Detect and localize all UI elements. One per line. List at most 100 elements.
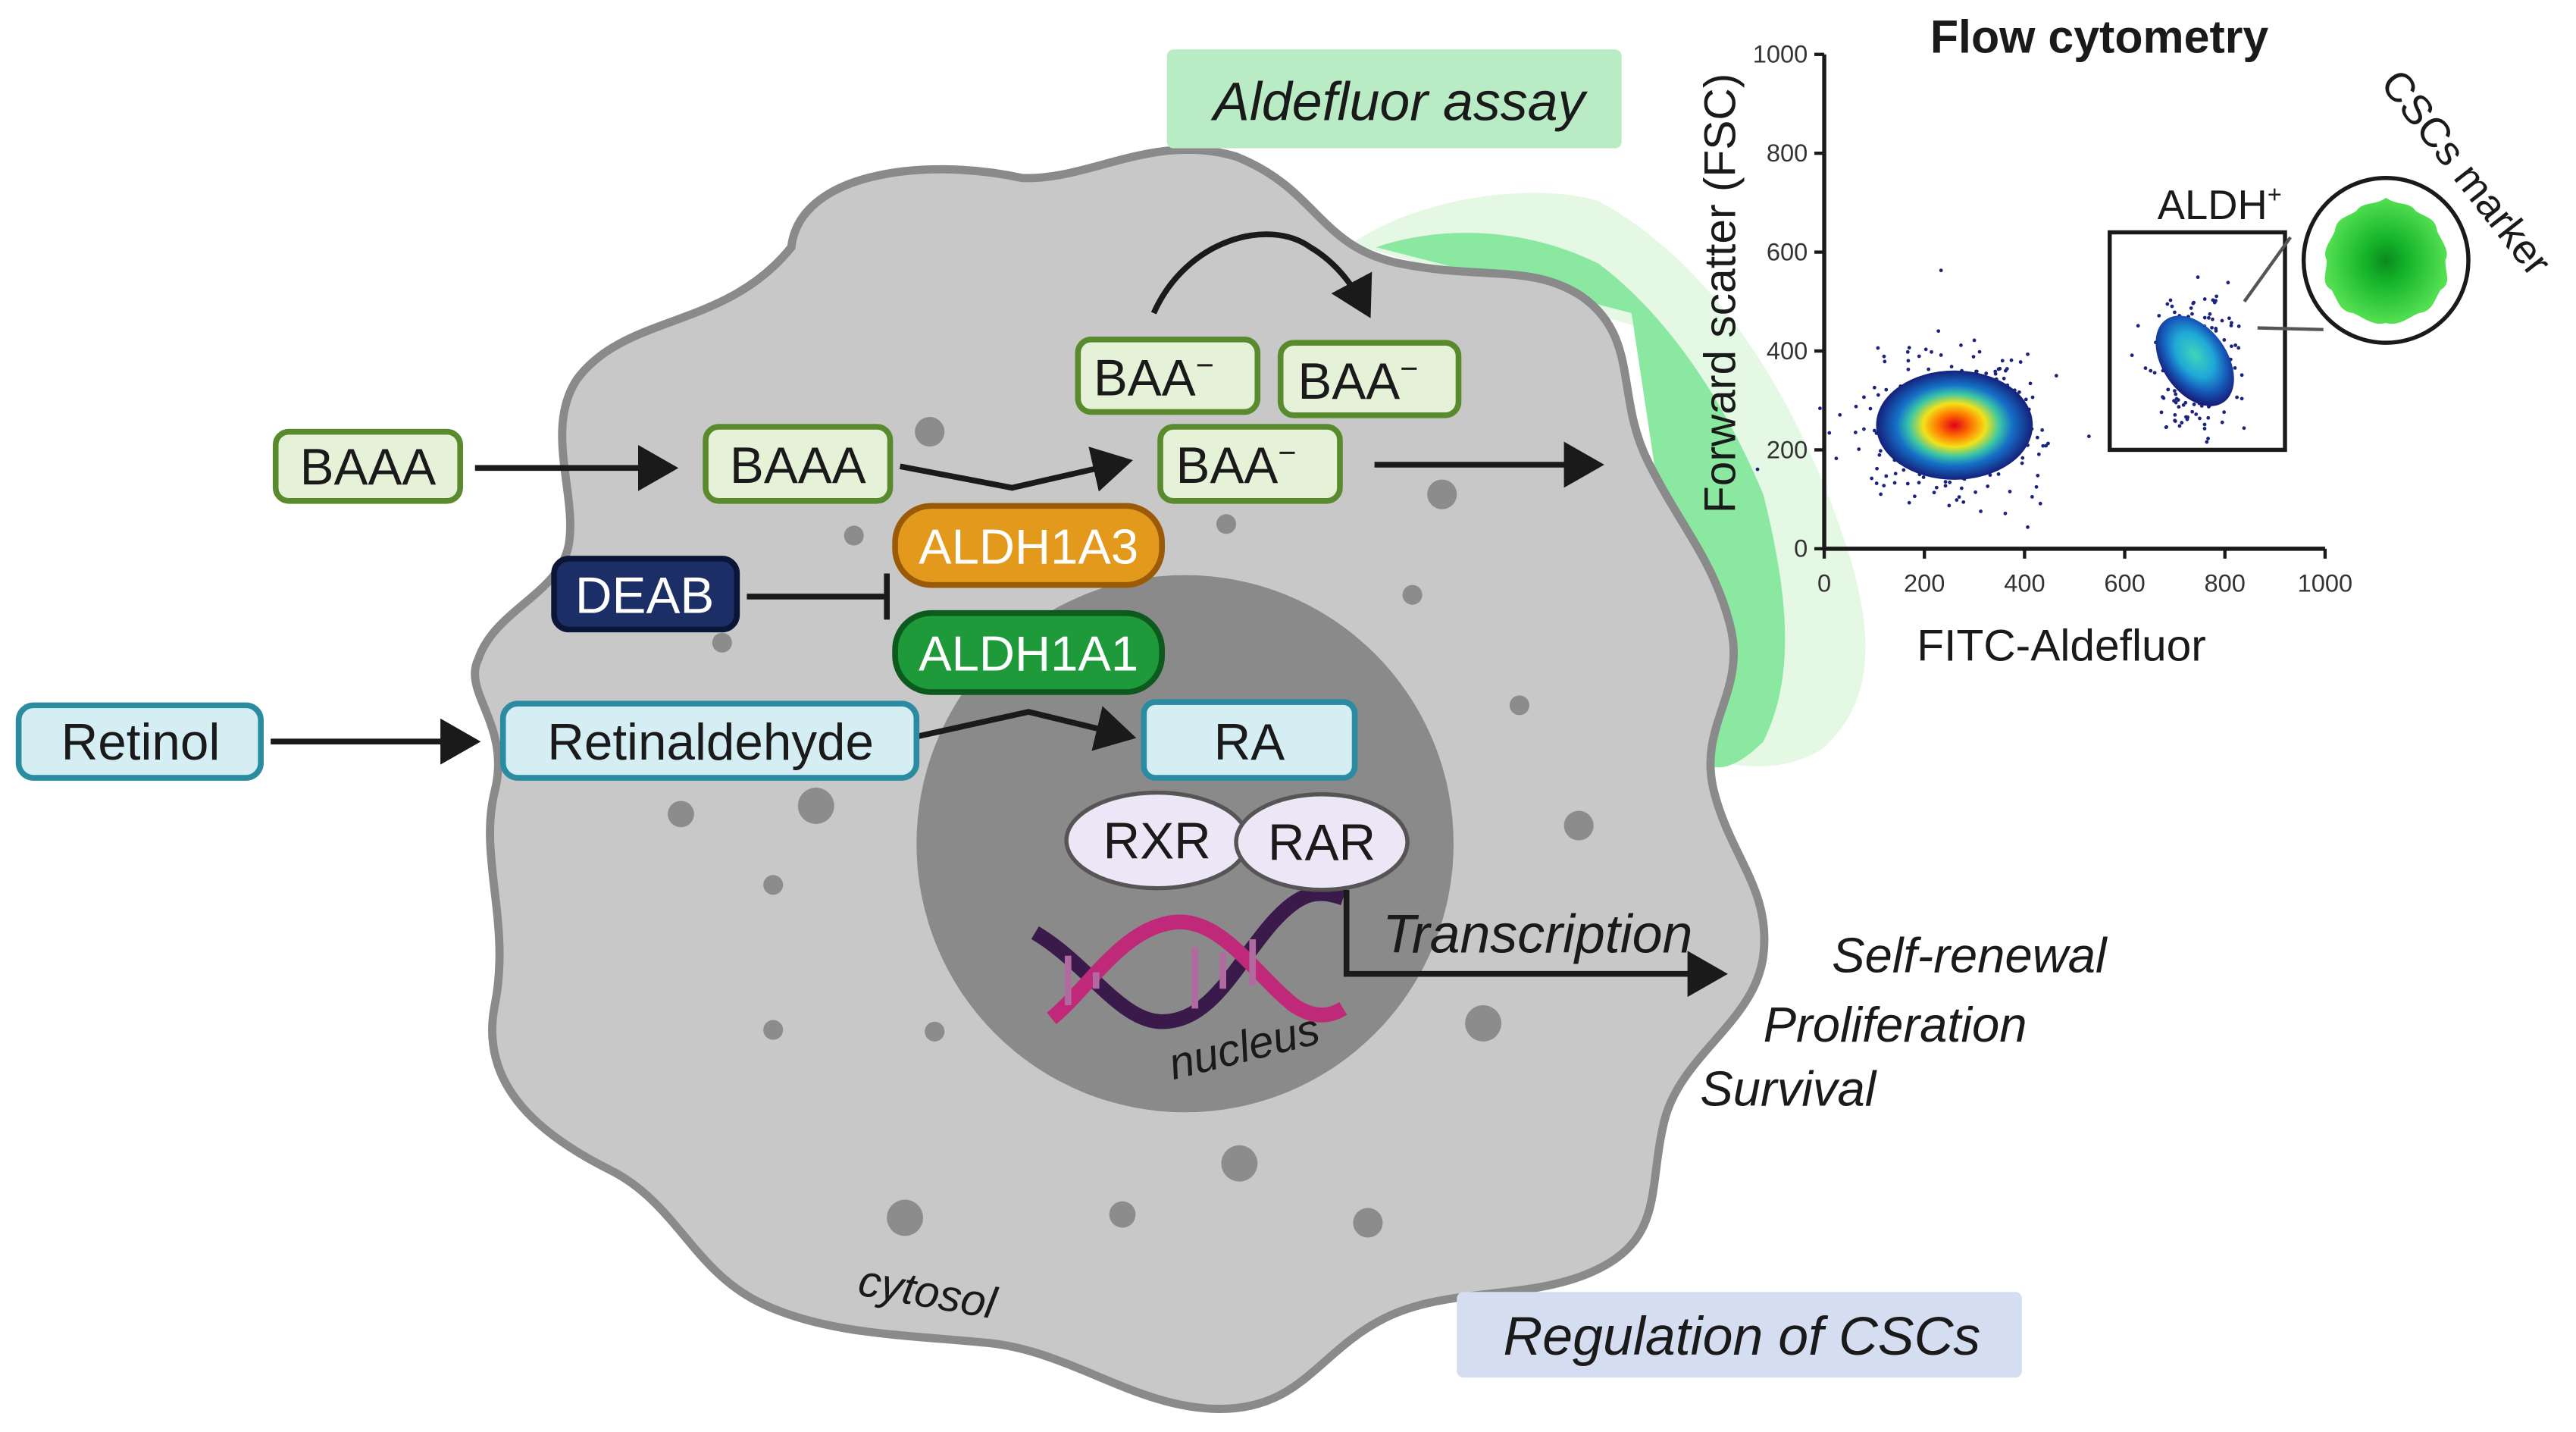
event-point	[1906, 367, 1911, 371]
event-point	[1872, 428, 1876, 433]
event-point	[2020, 461, 2024, 465]
baa-top2-label: BAA−	[1297, 351, 1418, 410]
event-point	[1906, 359, 1911, 363]
arrow-baaa-to-baa	[899, 447, 1133, 492]
event-point	[2149, 368, 2153, 373]
event-point	[2230, 321, 2233, 325]
event-point	[1868, 406, 1873, 411]
event-point	[2166, 387, 2171, 392]
event-point	[2174, 392, 2178, 396]
event-point	[2136, 324, 2140, 328]
event-point	[2208, 312, 2212, 316]
y-tick-label: 400	[1767, 337, 1808, 365]
event-point	[1884, 474, 1889, 478]
event-point	[1862, 427, 1866, 431]
x-tick-label: 1000	[2298, 569, 2353, 597]
event-point	[2017, 390, 2021, 394]
event-point	[2035, 435, 2039, 440]
event-point	[1834, 456, 1839, 461]
event-point	[1993, 371, 1998, 376]
event-point	[1921, 475, 1926, 479]
event-point	[2026, 352, 2030, 356]
baa-top1-box	[1075, 336, 1261, 415]
event-point	[1877, 453, 1882, 457]
baa-top1-label: BAA−	[1094, 348, 1214, 407]
event-point	[1892, 481, 1897, 485]
outcome-survival: Survival	[1700, 1061, 1876, 1117]
event-point	[2206, 437, 2210, 440]
event-point	[2194, 412, 2199, 416]
event-point	[2192, 403, 2196, 406]
rxr-label: RXR	[1103, 813, 1211, 870]
event-point	[1882, 354, 1886, 359]
event-point	[2028, 381, 2033, 386]
event-point	[2159, 410, 2164, 415]
event-point	[2152, 371, 2157, 375]
event-point	[2040, 428, 2045, 432]
event-point	[2038, 501, 2042, 506]
event-point	[2220, 420, 2224, 425]
event-point	[2211, 317, 2214, 321]
y-tick-label: 800	[1767, 139, 1808, 167]
rar-receptor	[1234, 792, 1410, 892]
event-point	[1947, 503, 1952, 508]
baaa-outside-box	[272, 428, 463, 504]
event-point	[2240, 396, 2244, 401]
event-point	[2130, 353, 2134, 358]
event-point	[1857, 447, 1861, 451]
event-point	[1901, 468, 1906, 472]
regulation-label-bg	[1457, 1292, 2022, 1378]
event-point	[1988, 473, 1992, 478]
event-point	[2177, 405, 2181, 409]
event-point	[1838, 412, 1842, 417]
event-point	[1907, 500, 1911, 505]
event-point	[2030, 494, 2034, 499]
event-point	[1917, 481, 1921, 485]
y-tick-label: 0	[1794, 534, 1808, 562]
event-point	[1943, 480, 1948, 484]
event-point	[1917, 354, 1921, 359]
event-point	[1853, 431, 1858, 434]
flow-ylabel: Forward scatter (FSC)	[1696, 74, 1745, 513]
event-point	[1905, 481, 1910, 486]
population-density	[1876, 370, 2033, 480]
event-point	[1959, 343, 1963, 347]
aldefluor-assay-label: Aldefluor assay	[1210, 72, 1588, 133]
x-tick-label: 200	[1904, 569, 1945, 597]
event-point	[1879, 492, 1883, 497]
event-point	[1907, 346, 1911, 350]
event-point	[1984, 371, 1989, 375]
event-point	[2173, 310, 2177, 315]
event-point	[1949, 365, 1954, 369]
flow-density-clouds	[1755, 268, 2246, 529]
retinol-label: Retinol	[61, 714, 221, 771]
event-point	[2214, 327, 2218, 331]
event-point	[1948, 480, 1952, 484]
dna-helix-icon	[1031, 885, 1347, 1029]
event-point	[2041, 443, 2045, 448]
event-point	[2186, 415, 2189, 419]
baa-mid-box	[1157, 424, 1343, 504]
event-point	[1986, 484, 1990, 488]
event-point	[2196, 275, 2200, 280]
event-point	[1959, 486, 1964, 490]
event-point	[2036, 452, 2041, 456]
event-point	[2164, 425, 2168, 430]
event-point	[2227, 316, 2231, 321]
retinol-box	[15, 702, 264, 781]
event-point	[2198, 416, 2202, 421]
event-point	[1957, 495, 1961, 499]
event-point	[2191, 301, 2196, 306]
event-point	[2180, 421, 2184, 425]
event-point	[2004, 368, 2008, 373]
event-point	[2235, 395, 2239, 400]
event-point	[1874, 481, 1879, 485]
event-point	[2230, 344, 2233, 349]
csc-cell-icon	[2324, 197, 2448, 324]
event-point	[2181, 403, 2186, 407]
event-point	[1893, 472, 1898, 476]
event-point	[2176, 398, 2180, 402]
event-point	[2214, 294, 2219, 299]
event-point	[2233, 366, 2237, 370]
